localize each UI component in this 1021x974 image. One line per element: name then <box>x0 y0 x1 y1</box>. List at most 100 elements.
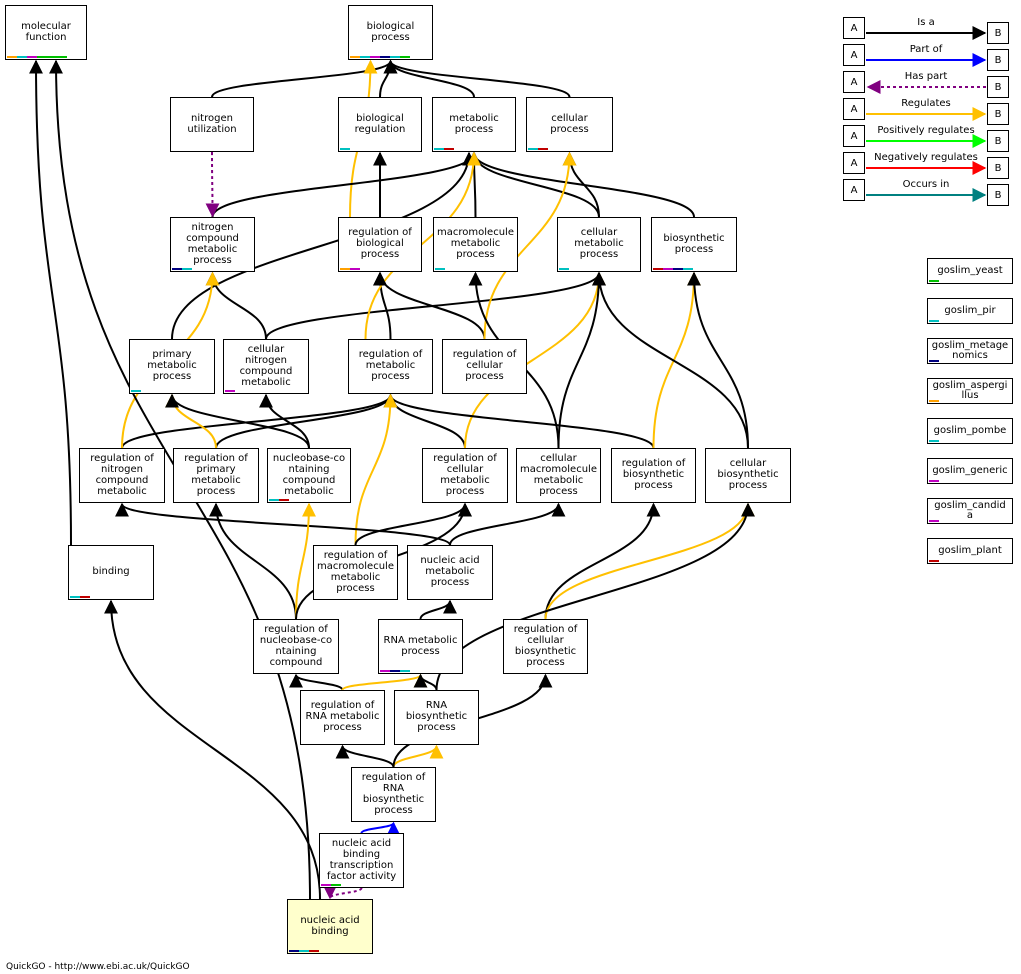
go-term-regulation-of-metabolic-process[interactable]: regulation of metabolic process <box>348 339 433 394</box>
edge-regulation-of-cellular-process-to-regulation-of-biological-process <box>373 271 486 340</box>
go-term-regulation-of-cellular-biosynthetic-process[interactable]: regulation of cellular biosynthetic proc… <box>503 619 588 674</box>
edge-regulation-of-nitrogen-compound-metabolic-to-regulation-of-metabolic-process <box>121 393 398 449</box>
slim-key-label: goslim_aspergi llus <box>932 380 1008 401</box>
go-term-label: regulation of metabolic process <box>358 349 423 382</box>
go-term-label: regulation of biosynthetic process <box>621 458 686 491</box>
slim-key-goslim-pir[interactable]: goslim_pir <box>927 298 1013 324</box>
go-term-regulation-of-rna-biosynthetic-process[interactable]: regulation of RNA biosynthetic process <box>351 767 436 822</box>
slim-key-goslim-plant[interactable]: goslim_plant <box>927 538 1013 564</box>
legend-box-b: B <box>987 103 1009 125</box>
go-term-rna-biosynthetic-process[interactable]: RNA biosynthetic process <box>394 690 479 745</box>
go-term-nucleic-acid-binding[interactable]: nucleic acid binding <box>287 899 373 954</box>
legend-box-b: B <box>987 76 1009 98</box>
go-term-binding[interactable]: binding <box>68 545 154 600</box>
edge-regulation-of-nucleobase-containing-compound-to-nucleobase-containing-compound-metabolic <box>295 502 316 620</box>
go-term-nucleobase-containing-compound-metabolic[interactable]: nucleobase-co ntaining compound metaboli… <box>267 448 351 503</box>
go-term-regulation-of-nucleobase-containing-compound[interactable]: regulation of nucleobase-co ntaining com… <box>253 619 339 674</box>
go-term-label: regulation of primary metabolic process <box>184 452 248 497</box>
slim-key-label: goslim_pir <box>944 305 996 316</box>
slim-membership-bar <box>225 390 235 392</box>
legend-box-b: B <box>987 130 1009 152</box>
slim-key-swatch <box>929 400 939 402</box>
go-term-cellular-process[interactable]: cellular process <box>526 97 613 152</box>
go-term-biological-process[interactable]: biological process <box>348 5 433 60</box>
go-term-label: nitrogen utilization <box>187 112 237 135</box>
go-term-nucleic-acid-metabolic-process[interactable]: nucleic acid metabolic process <box>407 545 493 600</box>
edge-cellular-biosynthetic-process-to-cellular-metabolic-process <box>592 271 749 449</box>
go-term-biosynthetic-process[interactable]: biosynthetic process <box>651 217 737 272</box>
slim-key-goslim-candida[interactable]: goslim_candid a <box>927 498 1013 524</box>
go-term-regulation-of-rna-metabolic-process[interactable]: regulation of RNA metabolic process <box>300 690 385 745</box>
edge-regulation-of-cellular-process-to-cellular-process <box>483 151 577 340</box>
go-term-biological-regulation[interactable]: biological regulation <box>338 97 422 152</box>
slim-membership-bar <box>434 148 454 150</box>
go-term-cellular-biosynthetic-process[interactable]: cellular biosynthetic process <box>705 448 791 503</box>
go-term-primary-metabolic-process[interactable]: primary metabolic process <box>129 339 215 394</box>
edge-regulation-of-macromolecule-metabolic-process-to-regulation-of-cellular-metabolic-process <box>354 502 472 546</box>
legend-box-a: A <box>843 17 865 39</box>
legend-label-negatively-regulates: Negatively regulates <box>874 152 978 163</box>
slim-key-goslim-pombe[interactable]: goslim_pombe <box>927 418 1013 444</box>
edge-cellular-process-to-biological-process <box>383 59 571 98</box>
edge-nucleic-acid-metabolic-process-to-cellular-macromolecule-metabolic-process <box>449 502 566 546</box>
edge-regulation-of-metabolic-process-to-regulation-of-biological-process <box>373 271 392 340</box>
edge-cellular-biosynthetic-process-to-biosynthetic-process <box>687 271 749 449</box>
slim-membership-bar <box>340 268 360 270</box>
go-term-regulation-of-cellular-metabolic-process[interactable]: regulation of cellular metabolic process <box>422 448 508 503</box>
slim-key-goslim-metagenomics[interactable]: goslim_metage nomics <box>927 338 1013 364</box>
go-term-regulation-of-biosynthetic-process[interactable]: regulation of biosynthetic process <box>611 448 696 503</box>
go-term-regulation-of-biological-process[interactable]: regulation of biological process <box>338 217 422 272</box>
legend-box-b: B <box>987 22 1009 44</box>
go-term-regulation-of-macromolecule-metabolic-process[interactable]: regulation of macromolecule metabolic pr… <box>313 545 398 600</box>
edge-nucleic-acid-binding-tf-activity-to-regulation-of-rna-biosynthetic-process <box>360 821 401 836</box>
go-term-label: binding <box>92 566 130 577</box>
edge-regulation-of-rna-biosynthetic-process-to-rna-biosynthetic-process <box>392 744 444 768</box>
go-term-label: biological regulation <box>354 112 406 135</box>
edge-regulation-of-rna-metabolic-process-to-rna-metabolic-process <box>341 673 428 691</box>
slim-membership-bar <box>559 268 569 270</box>
go-term-nitrogen-compound-metabolic-process[interactable]: nitrogen compound metabolic process <box>170 217 255 272</box>
slim-membership-bar <box>653 268 693 270</box>
slim-key-goslim-generic[interactable]: goslim_generic <box>927 458 1013 484</box>
slim-membership-bar <box>172 268 192 270</box>
edge-biosynthetic-process-to-metabolic-process <box>467 151 695 218</box>
go-term-regulation-of-cellular-process[interactable]: regulation of cellular process <box>442 339 527 394</box>
edge-primary-metabolic-process-to-metabolic-process <box>171 151 476 340</box>
go-term-label: regulation of nucleobase-co ntaining com… <box>259 623 333 668</box>
slim-key-goslim-aspergillus[interactable]: goslim_aspergi llus <box>927 378 1013 404</box>
edge-nitrogen-compound-metabolic-process-to-metabolic-process <box>211 151 481 218</box>
legend-label-is-a: Is a <box>917 17 935 28</box>
go-term-nitrogen-utilization[interactable]: nitrogen utilization <box>170 97 254 152</box>
go-term-metabolic-process[interactable]: metabolic process <box>432 97 516 152</box>
go-term-regulation-of-primary-metabolic-process[interactable]: regulation of primary metabolic process <box>173 448 259 503</box>
go-term-regulation-of-nitrogen-compound-metabolic[interactable]: regulation of nitrogen compound metaboli… <box>79 448 165 503</box>
legend-box-b: B <box>987 157 1009 179</box>
edge-regulation-of-primary-metabolic-process-to-primary-metabolic-process <box>165 393 217 449</box>
go-term-label: nucleic acid binding transcription facto… <box>326 837 397 882</box>
legend-box-b: B <box>987 184 1009 206</box>
go-term-label: primary metabolic process <box>147 349 197 382</box>
edge-binding-to-molecular-function <box>29 59 72 546</box>
go-term-molecular-function[interactable]: molecular function <box>5 5 87 60</box>
go-term-cellular-metabolic-process[interactable]: cellular metabolic process <box>557 217 641 272</box>
legend-box-a: A <box>843 179 865 201</box>
slim-key-goslim-yeast[interactable]: goslim_yeast <box>927 258 1013 284</box>
go-term-label: regulation of RNA metabolic process <box>305 700 380 733</box>
go-term-cellular-macromolecule-metabolic-process[interactable]: cellular macromolecule metabolic process <box>516 448 601 503</box>
slim-key-label: goslim_plant <box>938 545 1002 556</box>
go-term-nucleic-acid-binding-tf-activity[interactable]: nucleic acid binding transcription facto… <box>319 833 404 888</box>
legend-box-a: A <box>843 152 865 174</box>
go-term-label: biosynthetic process <box>663 232 725 255</box>
go-term-cellular-nitrogen-compound-metabolic[interactable]: cellular nitrogen compound metabolic <box>223 339 309 394</box>
legend-label-occurs-in: Occurs in <box>902 179 950 190</box>
go-term-label: regulation of macromolecule metabolic pr… <box>317 549 394 594</box>
edge-regulation-of-rna-biosynthetic-process-to-regulation-of-rna-metabolic-process <box>335 744 395 768</box>
slim-membership-bar <box>340 148 350 150</box>
slim-key-swatch <box>929 440 939 442</box>
legend-label-part-of: Part of <box>909 44 943 55</box>
go-term-macromolecule-metabolic-process[interactable]: macromolecule metabolic process <box>433 217 518 272</box>
edge-regulation-of-cellular-biosynthetic-process-to-regulation-of-biosynthetic-process <box>544 502 661 620</box>
slim-membership-bar <box>289 950 319 952</box>
go-term-rna-metabolic-process[interactable]: RNA metabolic process <box>378 619 463 674</box>
